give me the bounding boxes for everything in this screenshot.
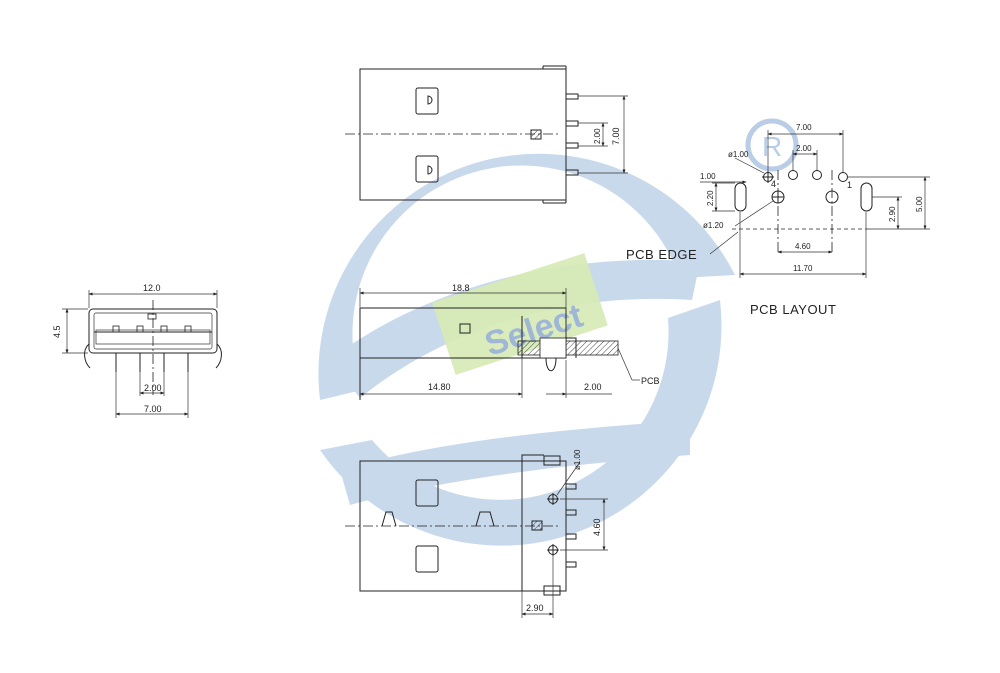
top-window-upper bbox=[415, 87, 439, 115]
pcb-dim-v-small: 2.90 bbox=[888, 206, 897, 222]
bottom-dim-offset: 2.90 bbox=[526, 603, 544, 613]
pcb-layout-title: PCB LAYOUT bbox=[750, 302, 836, 317]
front-dim-span: 7.00 bbox=[144, 404, 162, 414]
pcb-layout: R 4 1 7.00 2.00 bbox=[626, 118, 930, 317]
front-dim-width: 12.0 bbox=[143, 283, 161, 293]
watermark-ring bbox=[318, 153, 735, 546]
front-dim-pitch: 2.00 bbox=[144, 383, 162, 393]
front-dim-height: 4.5 bbox=[52, 325, 62, 338]
top-view: 7.00 2.00 bbox=[345, 65, 628, 204]
side-pcb-label: PCB bbox=[641, 376, 660, 386]
pcb-holes bbox=[734, 170, 873, 212]
pcb-dim-pin-pitch: 2.00 bbox=[796, 144, 812, 153]
pcb-dim-overall: 11.70 bbox=[793, 264, 813, 273]
pcb-dim-hole-large: ø1.20 bbox=[703, 221, 724, 230]
side-view: PCB 18.8 14.80 2.00 bbox=[359, 283, 660, 400]
front-contacts bbox=[112, 313, 192, 333]
pcb-dim-hole-small: ø1.00 bbox=[728, 150, 749, 159]
pcb-edge-label: PCB EDGE bbox=[626, 247, 697, 262]
pcb-dim-slot: 2.20 bbox=[706, 190, 715, 206]
pcb-dim-v-large: 5.00 bbox=[915, 196, 924, 212]
pcb-dim-pin-span: 7.00 bbox=[796, 123, 812, 132]
bottom-dim-spacing: 4.60 bbox=[592, 518, 602, 536]
pcb-pin-label-left: 4 bbox=[771, 179, 776, 189]
bottom-view: ø1.00 4.60 2.90 bbox=[345, 449, 608, 618]
top-pins bbox=[565, 93, 579, 176]
front-legs bbox=[84, 343, 222, 372]
pcb-dim-edge-gap: 1.00 bbox=[700, 172, 716, 181]
watermark-logo: Select bbox=[318, 153, 735, 546]
pcb-pin-label-right: 1 bbox=[847, 180, 852, 190]
svg-text:R: R bbox=[762, 131, 782, 162]
pcb-dim-row: 4.60 bbox=[795, 242, 811, 251]
bottom-dim-hole: ø1.00 bbox=[573, 449, 582, 470]
side-dim-offset: 2.00 bbox=[584, 382, 602, 392]
side-dim-body: 14.80 bbox=[428, 382, 451, 392]
front-view: 12.0 4.5 2.00 7.00 bbox=[52, 283, 222, 418]
top-dim-span: 7.00 bbox=[611, 127, 621, 145]
side-pcb bbox=[517, 337, 619, 372]
bottom-pins bbox=[543, 455, 577, 596]
registered-mark: R bbox=[745, 118, 799, 172]
side-dim-length: 18.8 bbox=[452, 283, 470, 293]
top-window-lower bbox=[415, 155, 439, 183]
top-dim-pitch: 2.00 bbox=[593, 128, 602, 144]
